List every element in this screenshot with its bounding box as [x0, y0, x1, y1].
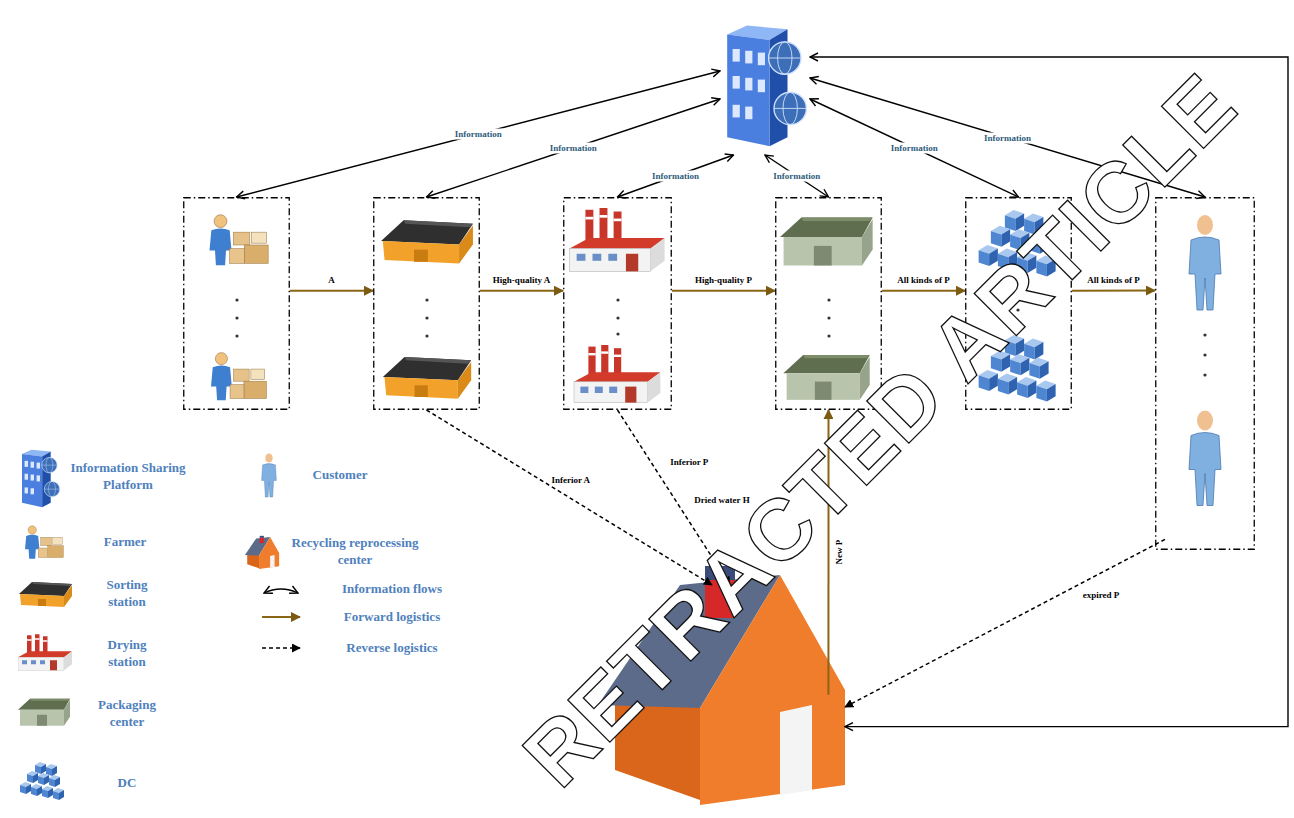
- platform-icon: [727, 26, 806, 147]
- forward-logistics-arrow: [882, 290, 965, 292]
- customer-group: [1155, 197, 1255, 550]
- information-platform: [720, 15, 810, 155]
- information-flow: [765, 155, 829, 197]
- edge-label: High-quality A: [491, 274, 552, 285]
- edge-label: High-quality P: [693, 274, 754, 285]
- edge-label: Inferior A: [549, 474, 592, 485]
- reverse-logistics-arrow: [845, 539, 1165, 707]
- information-flow: [810, 99, 1019, 197]
- dashed-group-outline: [1155, 197, 1255, 550]
- edge-label: Information: [982, 132, 1033, 143]
- edge-label: All kinds of P: [1085, 274, 1141, 285]
- watermark: RETRACTED ARTICLE: [509, 59, 1252, 802]
- legend-label: Drying station: [92, 636, 162, 670]
- dashed-group-outline: [563, 197, 672, 410]
- forward-logistics-arrow: [290, 290, 373, 292]
- sorting-station-group: [373, 197, 480, 410]
- edge-label: New P: [834, 538, 845, 567]
- customer-icons: [1189, 215, 1221, 506]
- information-flow: [237, 71, 721, 197]
- farmer-icons: [210, 215, 269, 401]
- edge-label: Information: [453, 129, 504, 140]
- edge-label: Information: [889, 143, 940, 154]
- information-flow: [427, 99, 721, 197]
- forward-logistics-arrow: [672, 290, 775, 292]
- edge-label: All kinds of P: [895, 274, 951, 285]
- legend-label: Customer: [313, 466, 368, 483]
- forward-logistics-arrow: [480, 290, 563, 292]
- edge-label: A: [326, 274, 337, 285]
- legend-line-samples: [262, 589, 300, 648]
- legend-label: Forward logistics: [344, 608, 440, 625]
- legend-label: Sorting station: [92, 576, 162, 610]
- legend-label: Farmer: [104, 533, 147, 550]
- edge-label: Information: [771, 171, 822, 182]
- legend-label: Information Sharing Platform: [68, 459, 188, 493]
- edge-label: Information: [548, 143, 599, 154]
- farmer-group: [183, 197, 290, 410]
- legend-label: DC: [118, 774, 137, 791]
- drying-station-group: [563, 197, 672, 410]
- legend-label: Information flows: [342, 580, 442, 597]
- legend-icons: [18, 450, 279, 800]
- legend-label: Packaging center: [85, 696, 170, 730]
- packaging-center-icons: [780, 217, 873, 399]
- dashed-group-outline: [775, 197, 882, 410]
- packaging-center-group: [775, 197, 882, 410]
- reverse-logistics-arrow: [427, 410, 712, 585]
- drying-station-icons: [570, 208, 665, 403]
- legend-label: Recycling reprocessing center: [285, 534, 425, 568]
- legend-label: Reverse logistics: [346, 639, 437, 656]
- sorting-station-icons: [381, 220, 473, 398]
- flow-label: Dried water H: [692, 495, 751, 506]
- edge-label: Information: [650, 171, 701, 182]
- dashed-group-outline: [373, 197, 480, 410]
- forward-logistics-arrow: [1072, 290, 1155, 292]
- edge-label: Inferior P: [668, 457, 710, 468]
- information-flow: [618, 155, 734, 197]
- edge-label: expired P: [1081, 589, 1122, 600]
- dashed-group-outline: [183, 197, 290, 410]
